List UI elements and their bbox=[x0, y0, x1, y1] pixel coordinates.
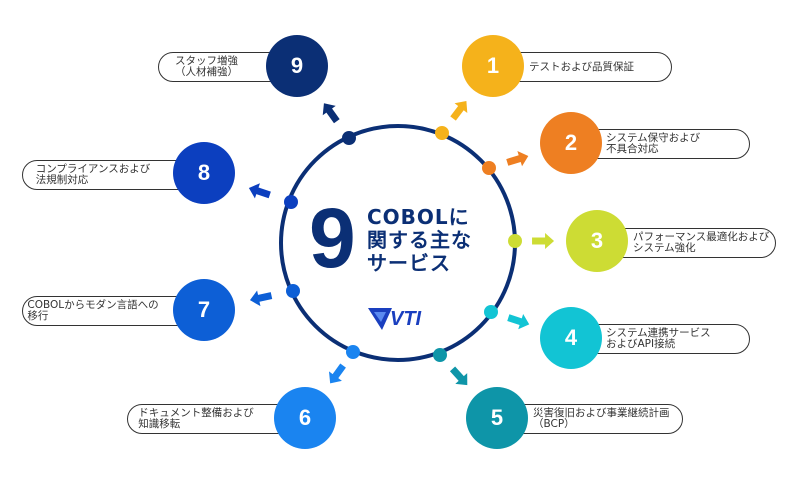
service-number-circle-3: 3 bbox=[566, 210, 628, 272]
service-label: COBOLからモダン言語への 移行 bbox=[27, 299, 159, 322]
ring-dot-8 bbox=[284, 195, 298, 209]
arrow-icon-1 bbox=[450, 100, 468, 121]
ring-dot-2 bbox=[482, 161, 496, 175]
ring-dot-3 bbox=[508, 234, 522, 248]
ring-dot-7 bbox=[286, 284, 300, 298]
vti-logo: VTI bbox=[368, 308, 438, 334]
arrow-icon-3 bbox=[532, 233, 555, 249]
service-label: コンプライアンスおよび 法規制対応 bbox=[35, 163, 151, 186]
ring-dot-9 bbox=[342, 131, 356, 145]
service-label: システム保守および 不具合対応 bbox=[606, 132, 701, 155]
center-number: 9 bbox=[309, 191, 356, 285]
service-label: システム連携サービス およびAPI接続 bbox=[606, 327, 711, 350]
service-number-circle-4: 4 bbox=[540, 307, 602, 369]
arrow-icon-8 bbox=[248, 183, 271, 199]
service-number-circle-8: 8 bbox=[173, 142, 235, 204]
arrow-icon-9 bbox=[322, 103, 340, 124]
arrow-icon-6 bbox=[328, 363, 346, 384]
service-label: 災害復旧および事業継続計画 （BCP） bbox=[533, 407, 670, 430]
service-label: パフォーマンス最適化および システム強化 bbox=[633, 231, 770, 254]
arrow-icon-5 bbox=[449, 366, 468, 386]
ring-dot-6 bbox=[346, 345, 360, 359]
ring-dot-4 bbox=[484, 305, 498, 319]
logo-text: VTI bbox=[390, 308, 422, 330]
service-label: スタッフ増強 （人材補強） bbox=[175, 55, 238, 78]
arrow-icon-2 bbox=[506, 150, 529, 167]
service-number-circle-5: 5 bbox=[466, 387, 528, 449]
service-number-circle-9: 9 bbox=[266, 35, 328, 97]
service-label-pill-7: COBOLからモダン言語への 移行 bbox=[22, 296, 204, 326]
service-label: テストおよび品質保証 bbox=[529, 60, 634, 73]
service-number-circle-6: 6 bbox=[274, 387, 336, 449]
arrow-icon-7 bbox=[249, 290, 273, 307]
arrow-icon-4 bbox=[507, 314, 530, 330]
service-label: ドキュメント整備および 知識移転 bbox=[138, 407, 254, 430]
ring-dot-1 bbox=[435, 126, 449, 140]
service-number-circle-1: 1 bbox=[462, 35, 524, 97]
service-number-circle-7: 7 bbox=[173, 279, 235, 341]
service-number-circle-2: 2 bbox=[540, 112, 602, 174]
center-title: COBOLに 関する主な サービス bbox=[367, 205, 472, 275]
ring-dot-5 bbox=[433, 348, 447, 362]
vti-logo-icon bbox=[368, 308, 392, 330]
